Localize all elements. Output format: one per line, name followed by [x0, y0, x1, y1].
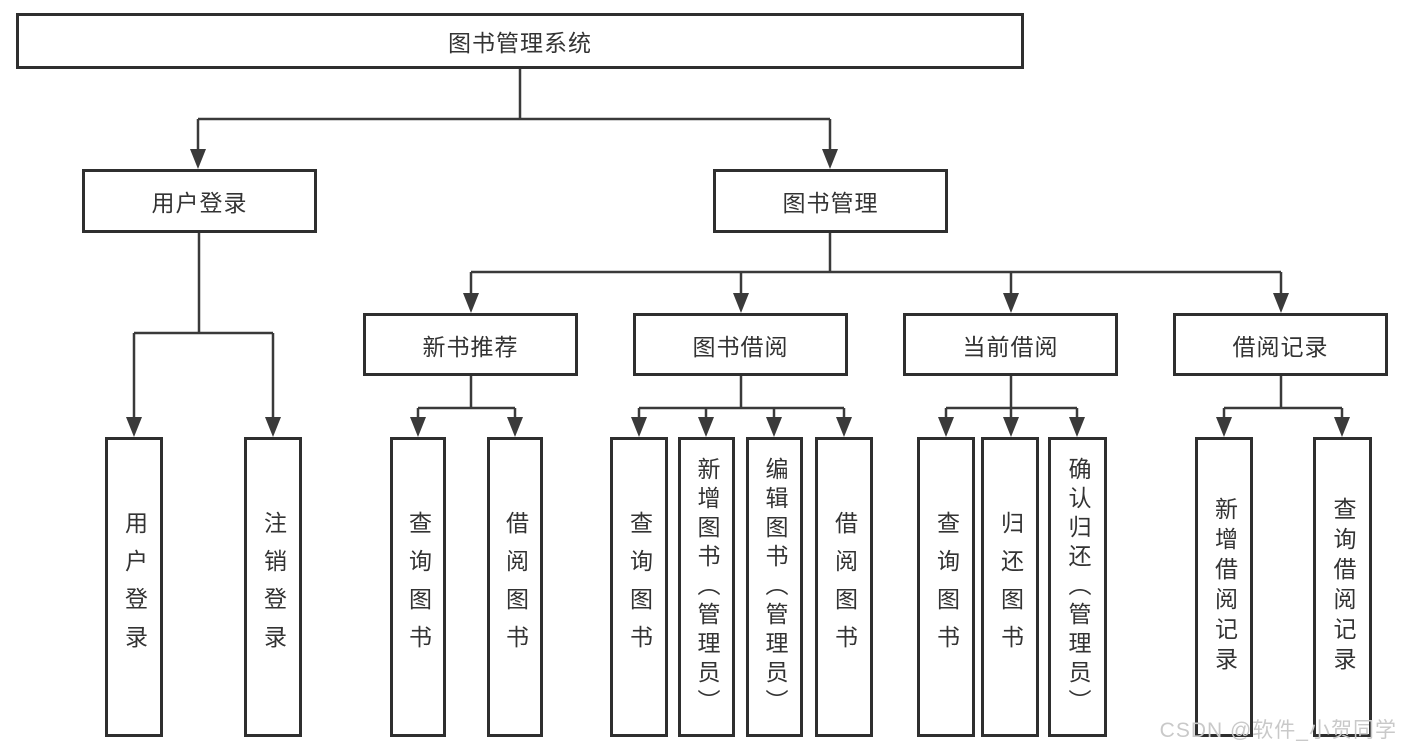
- section-borrow-records-label: 借阅记录: [1232, 333, 1329, 360]
- leaf-return-book-label: 归还图书: [997, 511, 1024, 663]
- section-current-borrow-label: 当前借阅: [962, 333, 1059, 360]
- leaf-query-books-current-label: 查询图书: [933, 511, 960, 663]
- leaf-confirm-return-admin-label: 确认归还（管理员）: [1065, 456, 1091, 718]
- leaf-borrow-books-borrow-label: 借阅图书: [831, 511, 858, 663]
- section-new-book-recommend: 新书推荐: [363, 313, 578, 376]
- csdn-watermark: CSDN @软件_小贺同学: [1159, 719, 1397, 742]
- leaf-query-borrow-record-label: 查询借阅记录: [1330, 497, 1356, 677]
- leaf-add-book-admin-label: 新增图书（管理员）: [694, 456, 720, 718]
- leaf-edit-book-admin-label: 编辑图书（管理员）: [762, 456, 788, 718]
- leaf-user-login-label: 用户登录: [121, 511, 148, 663]
- branch-user-login: 用户登录: [82, 169, 317, 233]
- section-book-borrow-label: 图书借阅: [692, 333, 789, 360]
- branch-user-login-label: 用户登录: [151, 190, 248, 216]
- leaf-user-login: 用户登录: [105, 437, 163, 737]
- leaf-borrow-books-recommend: 借阅图书: [487, 437, 543, 737]
- leaf-query-books-borrow-label: 查询图书: [626, 511, 653, 663]
- section-book-borrow: 图书借阅: [633, 313, 848, 376]
- branch-book-management: 图书管理: [713, 169, 948, 233]
- leaf-edit-book-admin: 编辑图书（管理员）: [746, 437, 803, 737]
- leaf-add-book-admin: 新增图书（管理员）: [678, 437, 735, 737]
- tree-edges: [132, 69, 1344, 419]
- section-new-book-recommend-label: 新书推荐: [422, 333, 519, 360]
- leaf-query-books-recommend: 查询图书: [390, 437, 446, 737]
- arrowheads: [126, 149, 1350, 437]
- leaf-add-borrow-record-label: 新增借阅记录: [1211, 497, 1238, 677]
- root-box: 图书管理系统: [16, 13, 1024, 69]
- section-borrow-records: 借阅记录: [1173, 313, 1388, 376]
- leaf-logout-label: 注销登录: [260, 511, 287, 663]
- leaf-logout: 注销登录: [244, 437, 302, 737]
- leaf-query-books-recommend-label: 查询图书: [405, 511, 432, 663]
- root-label: 图书管理系统: [448, 30, 592, 56]
- branch-book-management-label: 图书管理: [782, 190, 879, 216]
- leaf-borrow-books-recommend-label: 借阅图书: [502, 511, 529, 663]
- leaf-add-borrow-record: 新增借阅记录: [1195, 437, 1253, 737]
- leaf-query-books-borrow: 查询图书: [610, 437, 668, 737]
- leaf-query-borrow-record: 查询借阅记录: [1313, 437, 1372, 737]
- leaf-query-books-current: 查询图书: [917, 437, 975, 737]
- leaf-borrow-books-borrow: 借阅图书: [815, 437, 873, 737]
- leaf-confirm-return-admin: 确认归还（管理员）: [1048, 437, 1107, 737]
- section-current-borrow: 当前借阅: [903, 313, 1118, 376]
- leaf-return-book: 归还图书: [981, 437, 1039, 737]
